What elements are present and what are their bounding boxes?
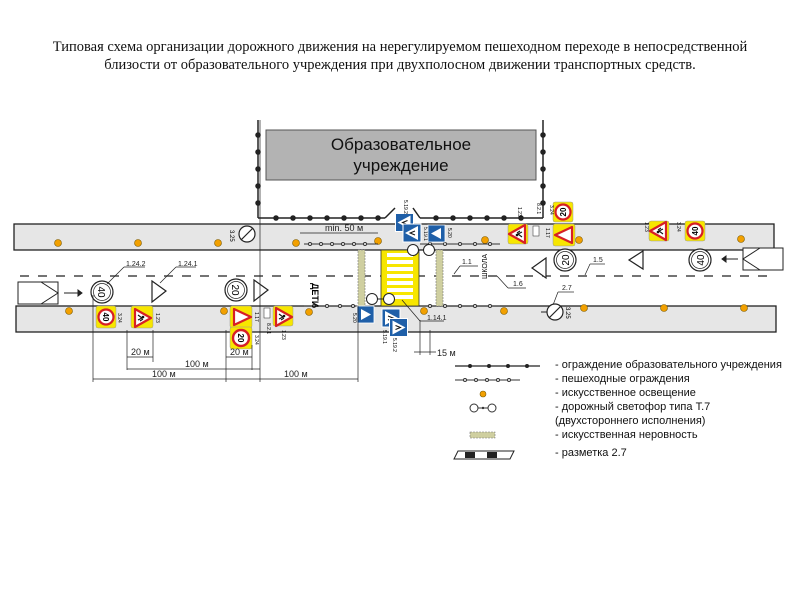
svg-text:1.23: 1.23 (643, 222, 649, 232)
label-1-6: 1.6 (513, 281, 523, 288)
svg-text:3.25: 3.25 (564, 307, 570, 319)
legend-lighting: - искусственное освещение (555, 387, 696, 399)
road-text-school: ШКОЛА (482, 254, 489, 279)
sign-5-19-2-bottom: 5.19.2 (389, 318, 408, 352)
svg-text:5.19.2: 5.19.2 (391, 338, 397, 352)
label-1-1: 1.1 (462, 259, 472, 266)
label-1-24-2: 1.24.2 (126, 261, 146, 268)
legend-traffic-light-note: (двухстороннего исполнения) (555, 415, 706, 427)
legend-pedestrian-fence: - пешеходные ограждения (555, 373, 690, 385)
legend-symbols (453, 364, 540, 460)
dim-min-50m: min. 50 м (325, 223, 363, 233)
vehicle-right (721, 247, 784, 271)
svg-text:3.24: 3.24 (253, 335, 259, 345)
diagram-title: Типовая схема организации дорожного движ… (0, 38, 800, 74)
road-kids-left (151, 279, 168, 304)
svg-text:1.23: 1.23 (280, 330, 286, 340)
sign-5-20-bottom: 5.20 (351, 305, 375, 324)
svg-text:3.25: 3.25 (228, 230, 234, 242)
svg-text:5.19.1: 5.19.1 (422, 227, 428, 241)
svg-text:1.23: 1.23 (154, 313, 160, 323)
legend: - ограждение образовательного учреждения… (555, 358, 782, 460)
title-line-1: Типовая схема организации дорожного движ… (52, 39, 748, 55)
dim-100m-3: 100 м (284, 369, 308, 379)
legend-marking-2-7: - разметка 2.7 (555, 447, 627, 459)
sign-kids-top-right-1: 1.23 (507, 207, 529, 245)
svg-text:5.19.1: 5.19.1 (381, 330, 387, 344)
legend-speed-bump: - искусственная неровность (555, 429, 698, 441)
label-1-5: 1.5 (593, 257, 603, 264)
svg-text:5.20: 5.20 (446, 228, 452, 238)
sign-yield-top: 1.17 8.2.1 (532, 203, 576, 247)
svg-text:20: 20 (236, 334, 245, 343)
svg-text:40: 40 (691, 226, 700, 235)
road-speed-40-right: 40 (696, 254, 707, 266)
svg-text:3.24: 3.24 (116, 313, 122, 323)
sign-kids-bottom-2: 8.2.1 1.23 (263, 305, 294, 340)
sign-3-25-bottom: 3.25 (541, 303, 570, 321)
dim-100m-2: 100 м (152, 369, 176, 379)
road-yield-left (253, 278, 270, 303)
dim-15m: 15 м (437, 348, 456, 358)
road-yield-right (530, 256, 547, 280)
road-speed-20-left: 20 (229, 284, 240, 296)
svg-text:1.17: 1.17 (544, 228, 550, 238)
road-surface-signs: 40 20 20 40 (90, 248, 712, 304)
sign-40-top-right: 40 3.24 (675, 220, 706, 242)
school-fence (255, 120, 546, 221)
title-line-2: близости от образовательного учреждения … (104, 57, 696, 73)
svg-text:20: 20 (559, 207, 568, 216)
traffic-lights-t7 (366, 244, 435, 305)
road-kids-right (627, 249, 644, 271)
svg-text:5.19.2: 5.19.2 (402, 200, 408, 214)
dim-20m-1: 20 м (131, 347, 150, 357)
pedestrian-fences (304, 242, 500, 308)
dim-100m-1: 100 м (185, 359, 209, 369)
svg-text:40: 40 (101, 313, 110, 322)
label-1-24-1: 1.24.1 (178, 261, 198, 268)
vehicle-left (17, 281, 83, 305)
sign-3-25-top: 3.25 (228, 225, 256, 243)
road-speed-40-left: 40 (95, 286, 106, 298)
sign-kids-bottom-left: 1.23 (130, 305, 160, 329)
legend-school-fence: - ограждение образовательного учреждения (555, 359, 782, 371)
school-building (265, 129, 537, 181)
legend-traffic-light: - дорожный светофор типа Т.7 (555, 401, 711, 413)
svg-text:1.23: 1.23 (516, 207, 522, 217)
svg-text:5.20: 5.20 (351, 313, 357, 323)
road-speed-20-right: 20 (561, 254, 572, 266)
svg-text:1.17: 1.17 (253, 312, 259, 322)
sign-40-bottom-left: 40 3.24 (95, 305, 122, 329)
svg-text:3.24: 3.24 (675, 222, 681, 232)
label-2-7: 2.7 (562, 285, 572, 292)
svg-text:8.2.1: 8.2.1 (535, 203, 541, 214)
sign-20-bottom: 20 3.24 (229, 326, 259, 350)
sign-kids-top-right-2: 1.23 (643, 220, 670, 242)
sign-5-20-top: 5.20 (427, 224, 452, 243)
svg-text:8.2.1: 8.2.1 (265, 323, 271, 334)
sign-20-top: 20 3.24 (548, 201, 574, 223)
building-label-1: Образовательное (331, 135, 471, 154)
svg-text:3.24: 3.24 (548, 205, 554, 215)
sign-5-19-1-top: 5.19.1 (402, 223, 428, 243)
building-label-2: учреждение (353, 156, 448, 175)
dim-20m-2: 20 м (230, 347, 249, 357)
road-text-children: ДЕТИ (310, 283, 320, 307)
label-1-14-1: 1.14.1 (427, 315, 447, 322)
zebra-crossing (380, 249, 420, 307)
